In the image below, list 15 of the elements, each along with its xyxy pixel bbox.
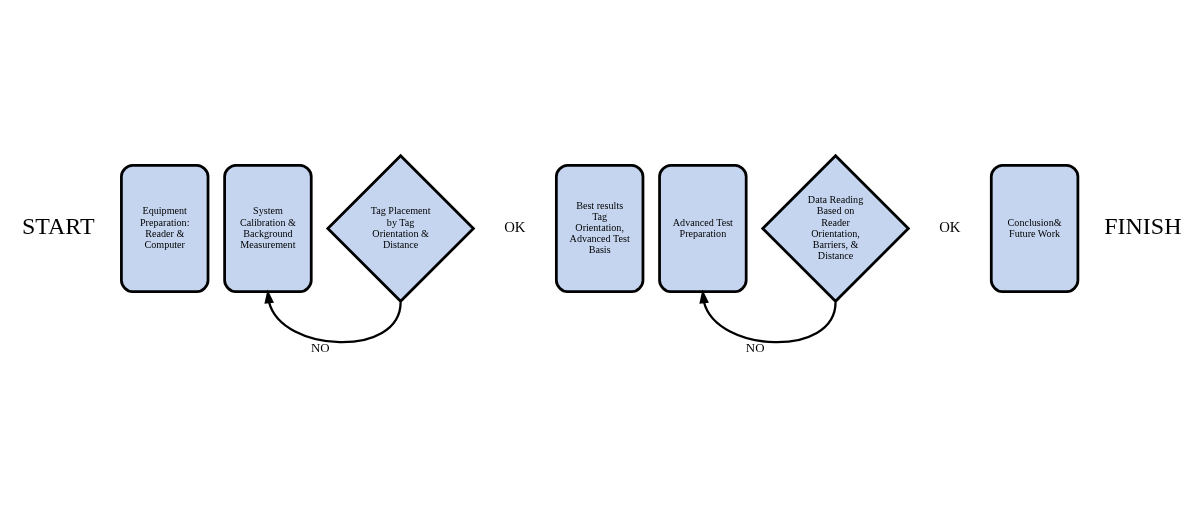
arrow (699, 289, 837, 343)
node-box: Equipment Preparation: Reader & Computer (120, 163, 210, 293)
edge-label: NO (745, 340, 765, 355)
node-box: Best results Tag Orientation, Advanced Test Basis (554, 163, 645, 293)
label: START (22, 212, 95, 239)
node-diamond: Data Reading Based on Reader Orientation, Barriers, & Distance (760, 153, 911, 303)
arrow (264, 289, 402, 343)
node-box: Conclusion& Future Work (989, 163, 1080, 293)
node-diamond: Tag Placement by Tag Orientation & Distance (325, 153, 476, 303)
node-box: Advanced Test Preparation (658, 163, 748, 293)
node-box: System Calibration & Background Measurement (223, 163, 313, 293)
edge-label: NO (310, 340, 330, 355)
label: FINISH (1104, 212, 1182, 239)
label: OK (504, 218, 526, 235)
label: OK (939, 218, 961, 235)
